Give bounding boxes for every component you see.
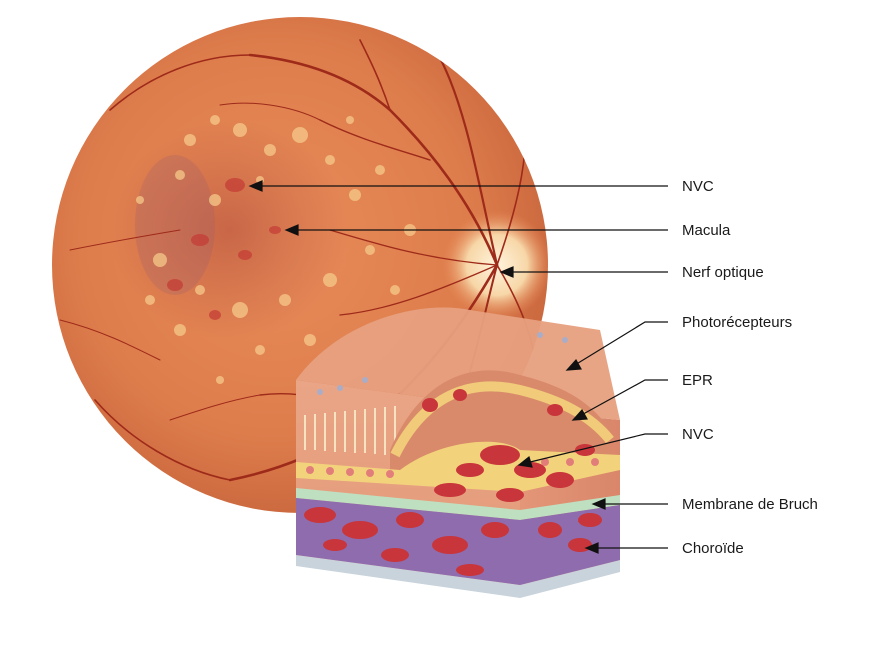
label-epr: EPR [682, 372, 713, 389]
label-nvc-top: NVC [682, 178, 714, 195]
label-choroid: Choroïde [682, 540, 744, 557]
label-optic-nerve: Nerf optique [682, 264, 764, 281]
label-nvc-bottom: NVC [682, 426, 714, 443]
label-bruch-membrane: Membrane de Bruch [682, 496, 818, 513]
label-macula: Macula [682, 222, 731, 239]
labels: NVC Macula Nerf optique Photorécepteurs … [682, 178, 818, 557]
photoreceptor-layer [304, 406, 396, 456]
label-photoreceptors: Photorécepteurs [682, 314, 792, 331]
hemorrhage-spots [167, 178, 281, 320]
retina-cross-section [296, 307, 620, 598]
bruch-membrane [296, 488, 620, 520]
exudate-spots [136, 115, 416, 384]
leader-lines [248, 180, 668, 554]
